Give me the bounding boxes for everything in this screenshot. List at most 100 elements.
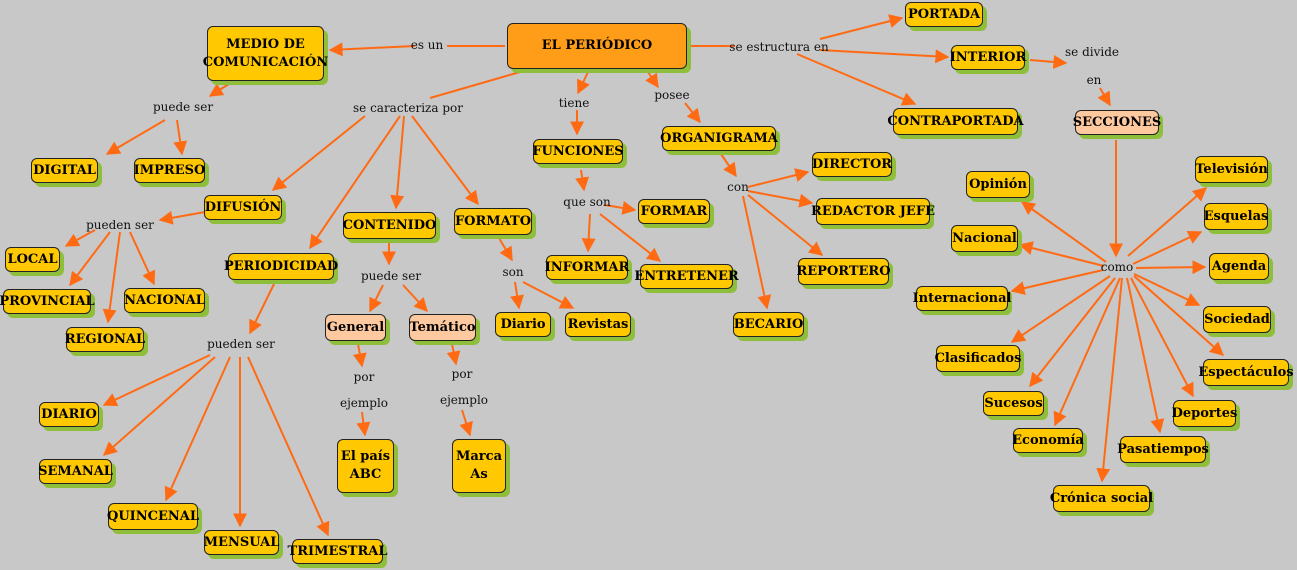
node-opinion[interactable]: Opinión xyxy=(966,171,1030,198)
node-difusion[interactable]: DIFUSIÓN xyxy=(204,195,282,220)
node-local[interactable]: LOCAL xyxy=(5,247,60,272)
connector-line xyxy=(1010,275,1111,343)
node-revistas[interactable]: Revistas xyxy=(565,312,631,337)
node-clasificados[interactable]: Clasificados xyxy=(935,345,1021,372)
connector-line xyxy=(1010,269,1104,295)
connector-line xyxy=(102,231,121,324)
node-periodicidad[interactable]: PERIODICIDAD xyxy=(224,253,338,280)
node-mensual[interactable]: MENSUAL xyxy=(204,530,279,555)
node-contenido[interactable]: CONTENIDO xyxy=(343,212,436,239)
node-agenda[interactable]: Agenda xyxy=(1209,253,1269,280)
link-en: en xyxy=(1086,73,1102,87)
node-sociedad[interactable]: Sociedad xyxy=(1203,306,1271,333)
connector-line xyxy=(429,71,521,99)
node-informar[interactable]: INFORMAR xyxy=(545,255,629,280)
connector-lines xyxy=(64,14,1225,537)
node-nacional-cap[interactable]: NACIONAL xyxy=(124,288,205,313)
connector-line xyxy=(247,356,330,537)
link-son: son xyxy=(502,265,524,279)
link-pueden-ser-2: pueden ser xyxy=(207,337,275,351)
connector-line xyxy=(1133,273,1201,306)
connector-line xyxy=(1126,277,1165,434)
node-contraportada[interactable]: CONTRAPORTADA xyxy=(887,108,1024,135)
node-pasatiempos[interactable]: Pasatiempos xyxy=(1117,436,1209,463)
link-tiene: tiene xyxy=(558,96,590,110)
node-deportes[interactable]: Deportes xyxy=(1172,400,1237,427)
connector-line xyxy=(510,281,525,310)
link-por-2: por xyxy=(451,367,473,381)
connector-line xyxy=(164,356,231,502)
node-becario[interactable]: BECARIO xyxy=(733,312,804,337)
node-el-periodico[interactable]: EL PERIÓDICO xyxy=(507,23,687,69)
node-nacional[interactable]: Nacional xyxy=(951,225,1018,252)
connector-line xyxy=(328,42,416,57)
node-sucesos[interactable]: Sucesos xyxy=(983,391,1044,416)
node-esquelas[interactable]: Esquelas xyxy=(1204,203,1268,230)
node-digital[interactable]: DIGITAL xyxy=(31,158,98,183)
connector-line xyxy=(720,153,737,178)
node-impreso[interactable]: IMPRESO xyxy=(134,158,205,183)
node-television[interactable]: Televisión xyxy=(1195,156,1268,183)
node-diario-cap[interactable]: DIARIO xyxy=(39,402,99,427)
node-funciones[interactable]: FUNCIONES xyxy=(532,139,624,164)
connector-line xyxy=(645,71,659,89)
node-secciones[interactable]: SECCIONES xyxy=(1073,110,1161,135)
node-economia[interactable]: Economía xyxy=(1012,428,1084,453)
link-como: como xyxy=(1100,260,1134,274)
node-general[interactable]: General xyxy=(325,314,386,341)
connector-line xyxy=(1135,260,1207,275)
node-director[interactable]: DIRECTOR xyxy=(812,152,892,177)
node-provincial[interactable]: PROVINCIAL xyxy=(0,289,95,314)
node-quincenal[interactable]: QUINCENAL xyxy=(107,503,199,530)
node-reportero[interactable]: REPORTERO xyxy=(796,258,891,285)
node-interior[interactable]: INTERIOR xyxy=(950,45,1026,70)
link-por-1: por xyxy=(353,370,375,384)
node-trimestral[interactable]: TRIMESTRAL xyxy=(288,539,387,564)
node-diario[interactable]: Diario xyxy=(495,312,551,337)
connector-line xyxy=(1029,277,1116,388)
connector-line xyxy=(105,119,166,155)
link-puede-ser-2: puede ser xyxy=(360,269,422,283)
node-tematico[interactable]: Temático xyxy=(409,314,476,341)
node-el-pais-abc[interactable]: El país ABC xyxy=(337,439,394,493)
node-formar[interactable]: FORMAR xyxy=(638,199,710,224)
connector-line xyxy=(102,354,211,406)
example-abc: ABC xyxy=(349,467,382,482)
node-portada[interactable]: PORTADA xyxy=(905,2,983,27)
link-puede-ser-1: puede ser xyxy=(152,100,214,114)
example-marca: Marca xyxy=(455,449,502,465)
connector-line xyxy=(1130,277,1194,398)
connector-line xyxy=(1133,275,1225,356)
connector-line xyxy=(102,356,216,456)
node-formato[interactable]: FORMATO xyxy=(454,208,532,235)
connector-line xyxy=(796,53,917,106)
node-entretener[interactable]: ENTRETENER xyxy=(634,264,739,289)
link-pueden-ser-1: pueden ser xyxy=(86,218,154,232)
node-internacional[interactable]: Internacional xyxy=(913,286,1011,311)
connector-line xyxy=(575,169,590,192)
connector-line xyxy=(64,229,96,247)
connector-line xyxy=(1132,231,1203,265)
connector-line xyxy=(819,14,904,40)
node-medio-de-comunicacion[interactable]: MEDIO DE COMUNICACIÓN xyxy=(203,26,328,81)
link-con: con xyxy=(727,180,749,194)
node-organigrama[interactable]: ORGANIGRAMA xyxy=(660,126,778,151)
connector-line xyxy=(684,102,701,124)
node-regional[interactable]: REGIONAL xyxy=(65,327,145,352)
connector-line xyxy=(158,210,206,225)
link-es-un: es un xyxy=(410,38,444,52)
connector-line xyxy=(747,168,810,188)
node-semanal[interactable]: SEMANAL xyxy=(38,459,113,484)
node-marca-as[interactable]: Marca As xyxy=(452,439,506,493)
connector-line xyxy=(1029,54,1068,69)
connector-line xyxy=(498,237,513,262)
connector-line xyxy=(1053,277,1121,427)
connector-line xyxy=(742,195,772,310)
node-cronica-social[interactable]: Crónica social xyxy=(1050,485,1153,512)
example-as: As xyxy=(470,467,488,482)
node-espectaculos[interactable]: Espectáculos xyxy=(1198,359,1294,386)
connector-line xyxy=(352,343,367,368)
node-redactor-jefe[interactable]: REDACTOR JEFE xyxy=(811,198,935,225)
connector-line xyxy=(459,409,473,437)
